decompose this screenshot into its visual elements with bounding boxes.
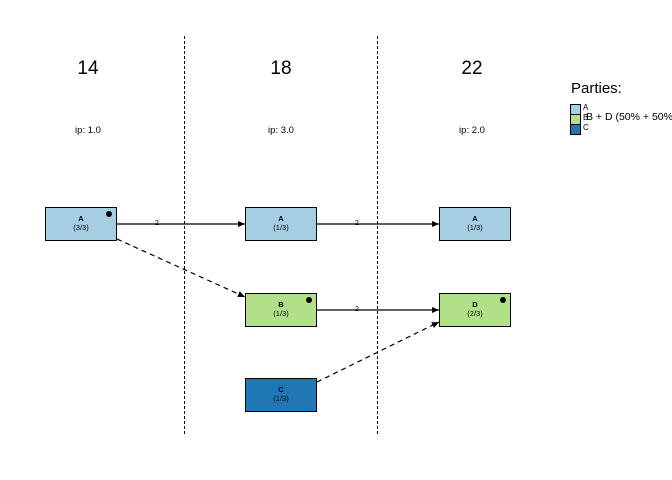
node-d1-fraction: (2/3) (467, 309, 483, 318)
legend-key-a: A (583, 103, 589, 112)
edge-label-a2-a3: 2 (355, 220, 359, 227)
legend-caption: B + D (50% + 50%) (586, 111, 672, 123)
column-ip-2: ip: 3.0 (268, 125, 294, 136)
legend-title: Parties: (571, 80, 622, 97)
edge-c1-d1-dependency (316, 321, 440, 383)
node-a1[interactable]: A (3/3) (45, 207, 117, 241)
node-b1[interactable]: B (1/3) (245, 293, 317, 327)
node-c1-name: C (278, 385, 284, 395)
node-a2[interactable]: A (1/3) (245, 207, 317, 241)
node-a3-name: A (472, 214, 478, 224)
node-a1-name: A (78, 214, 84, 224)
node-d1-name: D (472, 300, 478, 310)
legend-key-b: B (583, 113, 589, 122)
legend-swatch-c (570, 124, 581, 135)
edge-a1-b1-dependency (116, 238, 246, 298)
node-d1-marker-dot (500, 297, 506, 303)
node-b1-fraction: (1/3) (273, 309, 289, 318)
node-a3[interactable]: A (1/3) (439, 207, 511, 241)
column-title-3: 22 (461, 58, 483, 79)
node-a3-fraction: (1/3) (467, 223, 483, 232)
node-a1-fraction: (3/3) (73, 223, 89, 232)
column-ip-3: ip: 2.0 (459, 125, 485, 136)
legend-key-c: C (583, 123, 589, 132)
column-ip-1: ip: 1.0 (75, 125, 101, 136)
node-b1-name: B (278, 300, 284, 310)
node-a1-marker-dot (106, 211, 112, 217)
edge-label-b1-d1: 2 (355, 306, 359, 313)
column-divider-1 (184, 36, 185, 434)
node-d1[interactable]: D (2/3) (439, 293, 511, 327)
edge-label-a1-a2: 2 (155, 220, 159, 227)
column-title-1: 14 (77, 58, 99, 79)
node-c1-fraction: (1/3) (273, 394, 289, 403)
node-c1[interactable]: C (1/3) (245, 378, 317, 412)
column-divider-2 (377, 36, 378, 434)
node-a2-fraction: (1/3) (273, 223, 289, 232)
node-b1-marker-dot (306, 297, 312, 303)
node-a2-name: A (278, 214, 284, 224)
column-title-2: 18 (270, 58, 292, 79)
